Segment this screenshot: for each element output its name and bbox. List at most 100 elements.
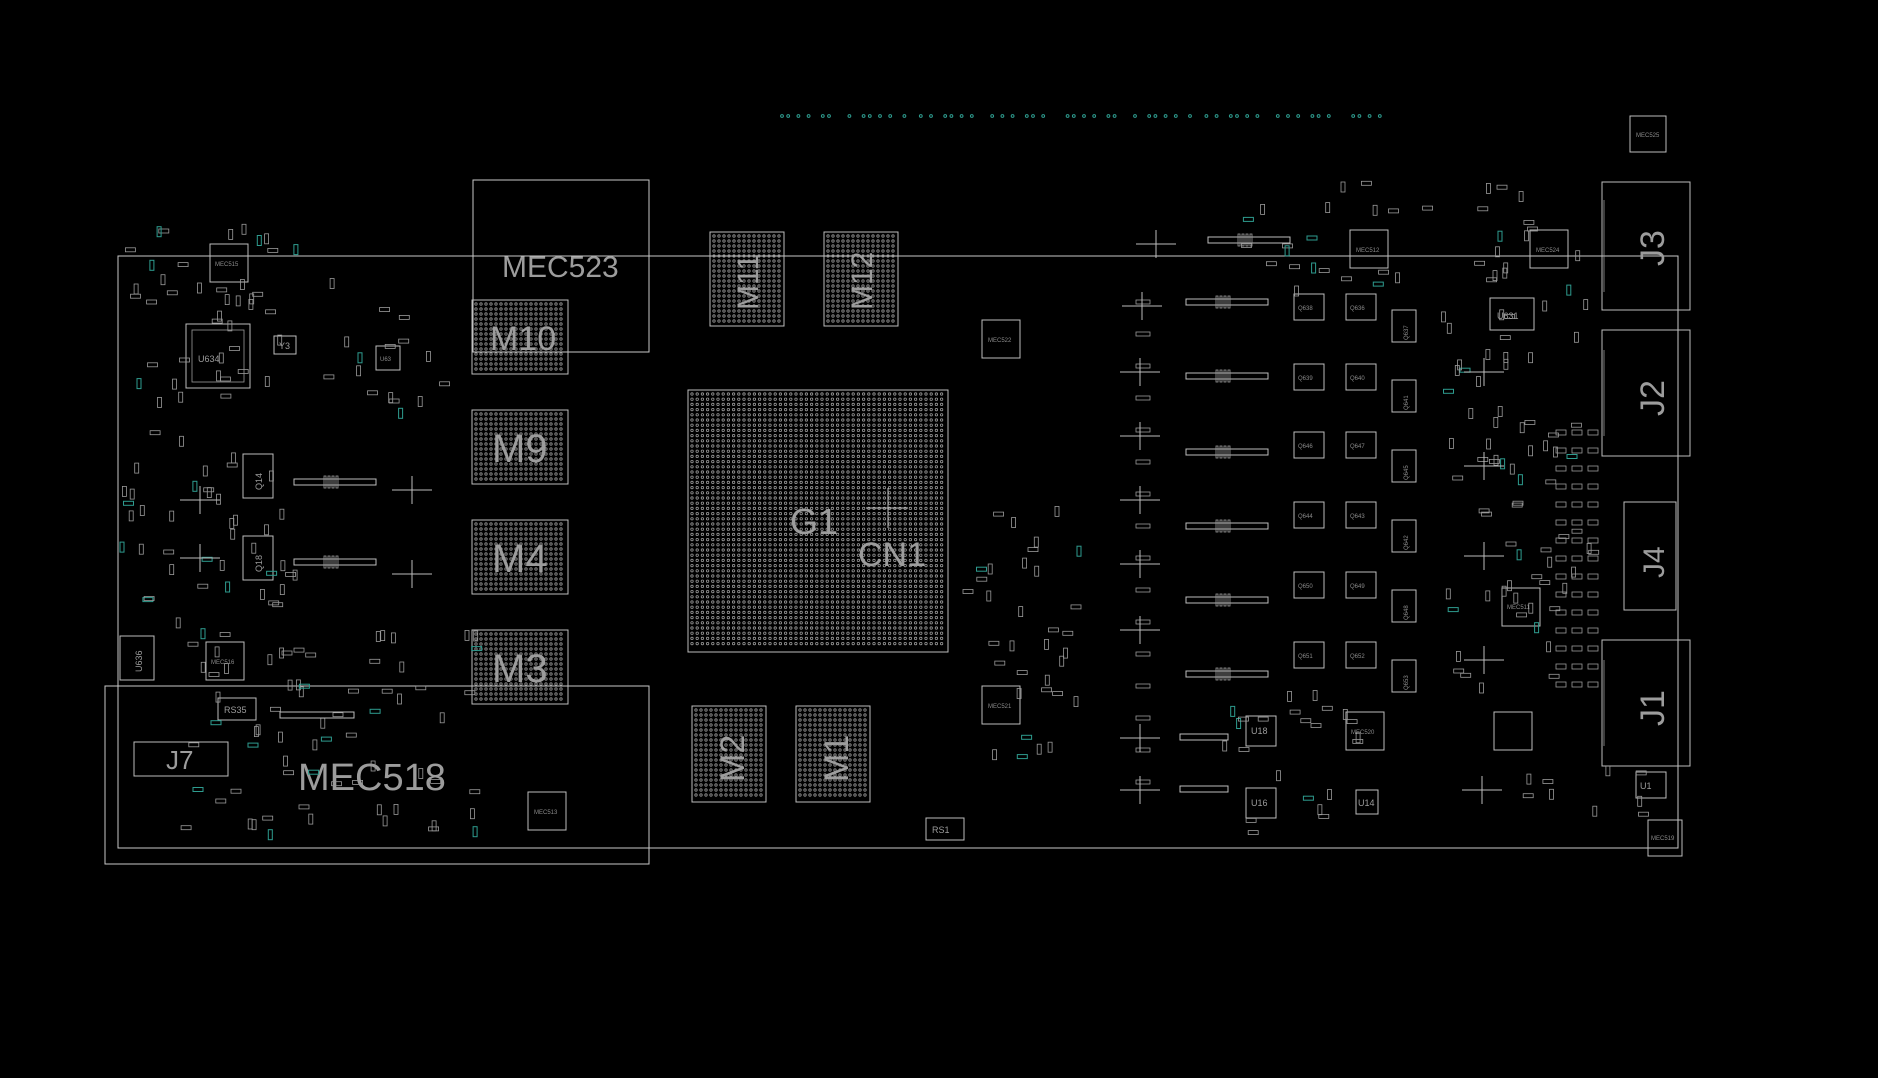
mec525-part bbox=[1629, 115, 1667, 153]
g1-label: G1 bbox=[790, 501, 838, 542]
via-crosses bbox=[180, 230, 1504, 804]
q14-label: Q14 bbox=[254, 473, 264, 490]
transistor-q18 bbox=[242, 535, 274, 581]
mec525-label: MEC525 bbox=[1636, 133, 1660, 139]
q652-label: Q652 bbox=[1350, 654, 1365, 660]
ic-u636 bbox=[119, 635, 155, 681]
j1-label: J1 bbox=[1634, 690, 1672, 726]
memory-m4: M4 bbox=[471, 519, 569, 595]
mec511-part bbox=[1501, 587, 1541, 627]
mec519-part bbox=[1647, 819, 1683, 857]
mec-part-right bbox=[1493, 711, 1533, 751]
memory-m3: M3 bbox=[471, 629, 569, 705]
ic-u63 bbox=[375, 345, 401, 371]
q641-label: Q641 bbox=[1404, 395, 1410, 410]
u16-label: U16 bbox=[1251, 798, 1268, 808]
q637-label: Q637 bbox=[1404, 325, 1410, 340]
u63-label: U63 bbox=[380, 357, 392, 363]
mosfet-column-3: Q637 Q641 Q645 Q642 Q648 Q653 bbox=[1391, 309, 1417, 693]
q647-label: Q647 bbox=[1350, 444, 1365, 450]
u631-label: U631 bbox=[1497, 311, 1519, 321]
memory-m2: M2 bbox=[691, 705, 767, 803]
mec523-label: MEC523 bbox=[502, 251, 619, 284]
ic-u631 bbox=[1489, 297, 1535, 331]
mec524-part bbox=[1529, 229, 1569, 269]
rs1-label: RS1 bbox=[932, 825, 950, 835]
mosfet-column-2: Q636 Q640 Q647 Q643 Q649 Q652 bbox=[1345, 293, 1377, 669]
mec512-part bbox=[1349, 229, 1389, 269]
q636-label: Q636 bbox=[1350, 306, 1365, 312]
memory-m1: M1 bbox=[795, 705, 871, 803]
mec518-label: MEC518 bbox=[298, 757, 446, 799]
resistor-rs35 bbox=[217, 697, 257, 721]
top-pin-row bbox=[780, 114, 1382, 118]
j7-label: J7 bbox=[166, 745, 193, 775]
gpu-g1: G1 CN1 bbox=[687, 389, 949, 653]
passive-components bbox=[119, 180, 1649, 841]
inductor-rows bbox=[279, 233, 1291, 793]
j3-label: J3 bbox=[1634, 230, 1672, 266]
mec520-part bbox=[1345, 711, 1385, 751]
q648-label: Q648 bbox=[1404, 605, 1410, 620]
mec516-label: MEC516 bbox=[211, 660, 235, 666]
crystal-y3 bbox=[273, 335, 297, 355]
mec524-label: MEC524 bbox=[1536, 248, 1560, 254]
mec520-label: MEC520 bbox=[1351, 730, 1375, 736]
mosfet-column-1: Q638 Q639 Q646 Q644 Q650 Q651 bbox=[1293, 293, 1325, 669]
u1-label: U1 bbox=[1640, 781, 1652, 791]
memory-m10: M10 bbox=[471, 299, 569, 375]
mec519-label: MEC519 bbox=[1651, 836, 1675, 842]
q651-label: Q651 bbox=[1298, 654, 1313, 660]
j2-label: J2 bbox=[1634, 380, 1672, 416]
mec512-label: MEC512 bbox=[1356, 248, 1380, 254]
ic-u1 bbox=[1635, 771, 1667, 799]
resistor-rs1 bbox=[925, 817, 965, 841]
q645-label: Q645 bbox=[1404, 465, 1410, 480]
connector-j1: J1 bbox=[1601, 639, 1691, 767]
mec518-region-outline bbox=[104, 685, 650, 865]
q642-label: Q642 bbox=[1404, 535, 1410, 550]
q18-label: Q18 bbox=[254, 555, 264, 572]
mec511-label: MEC511 bbox=[1507, 605, 1531, 611]
mec522-label: MEC522 bbox=[988, 338, 1012, 344]
q638-label: Q638 bbox=[1298, 306, 1313, 312]
mec521-part bbox=[981, 685, 1021, 725]
m2-label: M2 bbox=[714, 735, 752, 782]
connector-j7 bbox=[133, 741, 229, 777]
memory-m11: M11 bbox=[709, 231, 785, 327]
y3-label: Y3 bbox=[279, 341, 290, 351]
q644-label: Q644 bbox=[1298, 514, 1313, 520]
m1-label: M1 bbox=[818, 735, 856, 782]
memory-m9: M9 bbox=[471, 409, 569, 485]
cn1-label: CN1 bbox=[858, 536, 926, 574]
q643-label: Q643 bbox=[1350, 514, 1365, 520]
m11-label: M11 bbox=[732, 254, 765, 310]
q640-label: Q640 bbox=[1350, 376, 1365, 382]
mec513-label: MEC513 bbox=[534, 810, 558, 816]
memory-m12: M12 bbox=[823, 231, 899, 327]
rs35-label: RS35 bbox=[224, 705, 247, 715]
m10-label: M10 bbox=[490, 320, 556, 358]
connector-j2: J2 bbox=[1601, 329, 1691, 457]
mec516-part bbox=[205, 641, 245, 681]
u636-label: U636 bbox=[134, 650, 144, 672]
j4-label: J4 bbox=[1638, 546, 1671, 578]
m9-label: M9 bbox=[492, 427, 548, 471]
ic-u634: U634 bbox=[185, 323, 251, 389]
ic-u18 bbox=[1245, 715, 1277, 747]
q653-label: Q653 bbox=[1404, 675, 1410, 690]
ic-u14 bbox=[1355, 789, 1379, 815]
q649-label: Q649 bbox=[1350, 584, 1365, 590]
mec523-region-outline bbox=[472, 179, 650, 353]
ic-u16 bbox=[1245, 787, 1277, 819]
u18-label: U18 bbox=[1251, 726, 1268, 736]
m4-label: M4 bbox=[492, 537, 548, 581]
mec515-label: MEC515 bbox=[215, 262, 239, 268]
u14-label: U14 bbox=[1358, 798, 1375, 808]
q650-label: Q650 bbox=[1298, 584, 1313, 590]
mec515-part bbox=[209, 243, 249, 283]
mec513-part bbox=[527, 791, 567, 831]
m3-label: M3 bbox=[492, 647, 548, 691]
m12-label: M12 bbox=[846, 252, 879, 310]
